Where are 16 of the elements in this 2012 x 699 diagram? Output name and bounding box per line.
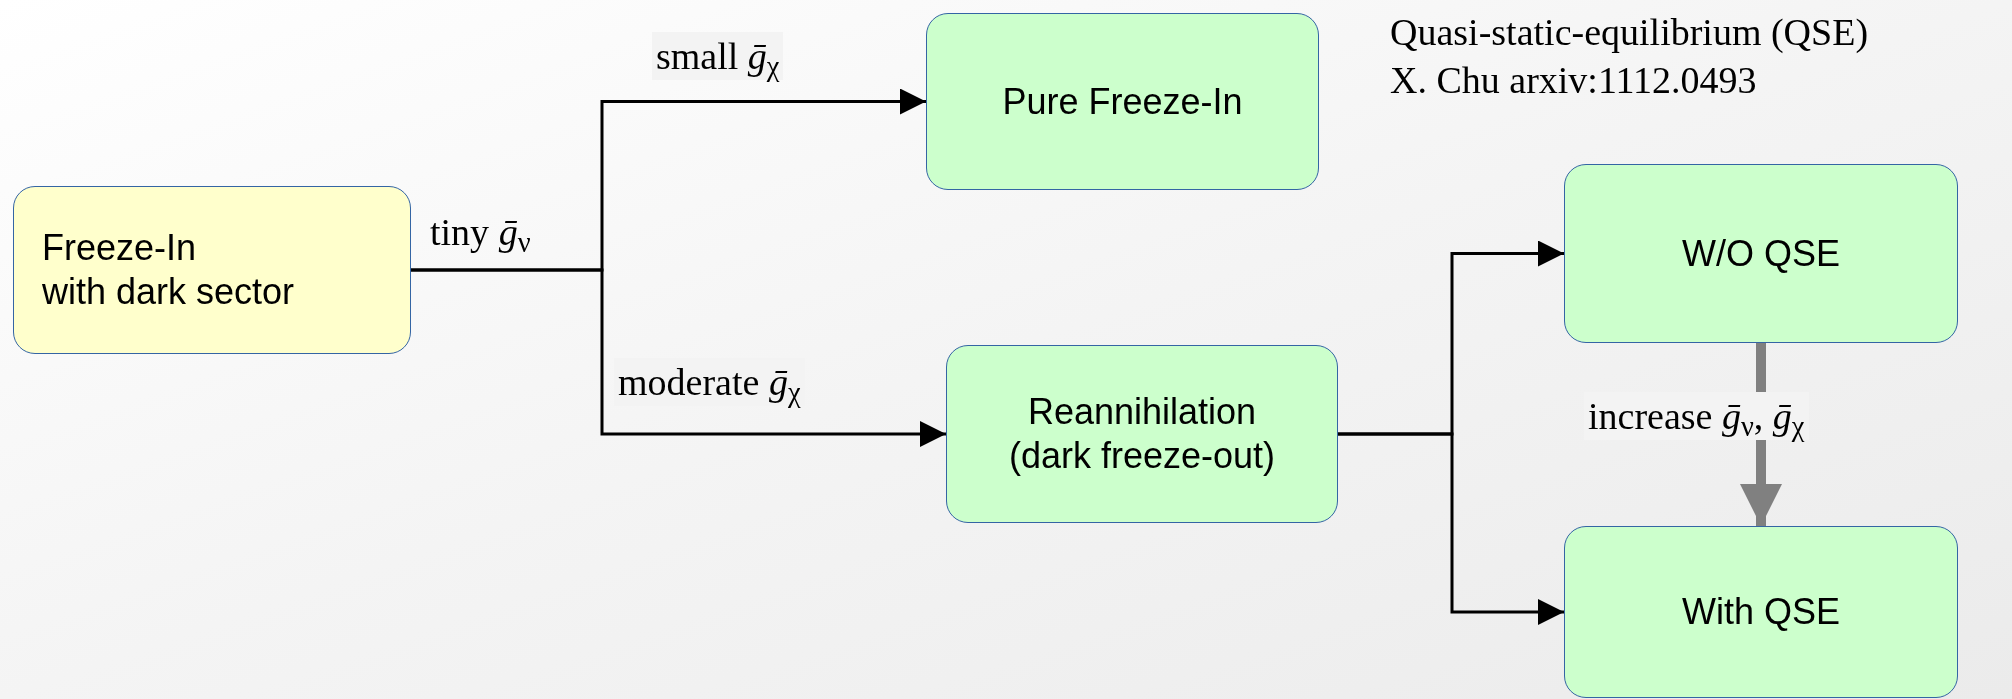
node-text: Pure Freeze-In — [1002, 79, 1243, 124]
node-text: Freeze-In with dark sector — [42, 226, 295, 314]
arrow — [411, 268, 946, 447]
arrow — [1338, 432, 1564, 625]
edge-label: small ḡ$_{χ}$ — [652, 32, 784, 80]
process-box — [13, 186, 411, 354]
process-box — [1564, 164, 1958, 343]
process-box — [926, 13, 1319, 190]
node-text: W/O QSE — [1682, 231, 1840, 276]
note-text: X. Chu arxiv:1112.0493 — [1390, 58, 1757, 103]
math-label: tiny ḡ$_{ν}$ — [430, 210, 531, 256]
note-text: Quasi-static-equilibrium (QSE) — [1390, 10, 1869, 55]
node-text: With QSE — [1682, 590, 1840, 634]
process-box — [946, 345, 1338, 523]
node-text: Reannihilation (dark freeze-out) — [1008, 390, 1276, 478]
process-box — [1564, 526, 1958, 698]
